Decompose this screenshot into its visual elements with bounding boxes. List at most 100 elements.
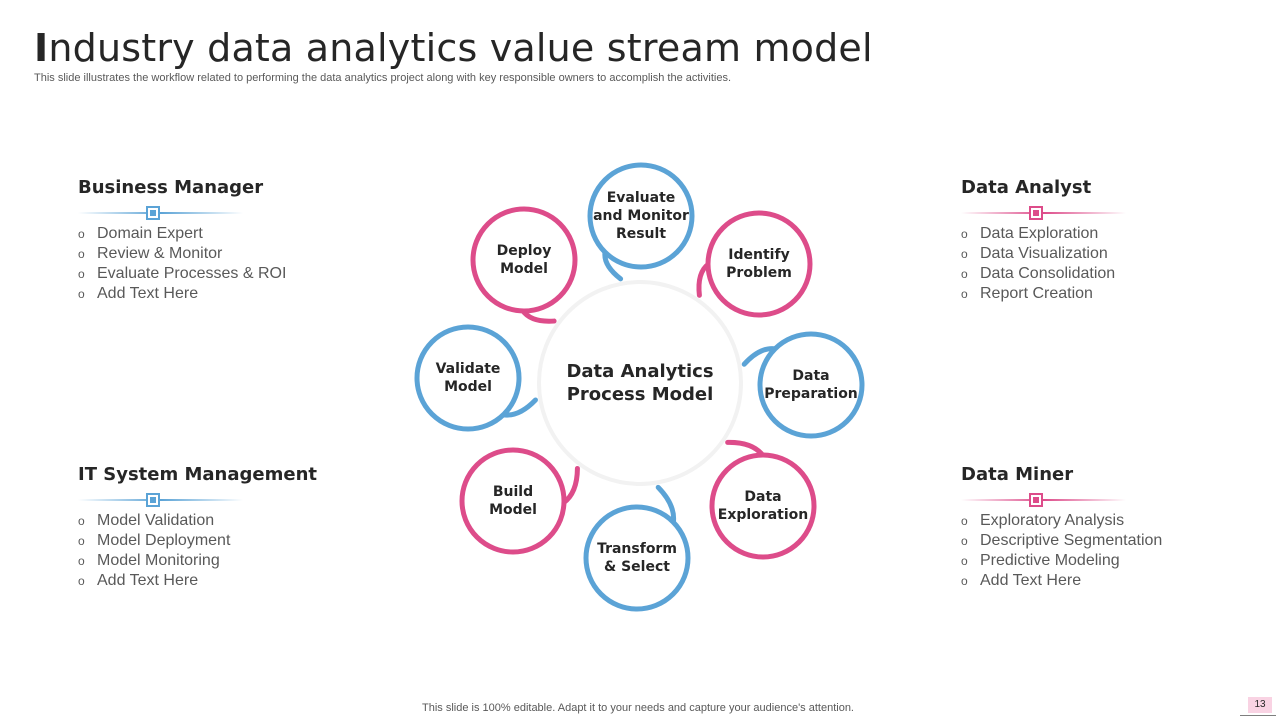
node-label-line: Exploration: [717, 507, 809, 523]
node-label-transform: Transform& Select: [582, 540, 692, 576]
slide-subtitle: This slide illustrates the workflow rela…: [34, 72, 731, 84]
list-item-text: Add Text Here: [97, 285, 199, 302]
node-label-line: Preparation: [764, 386, 858, 402]
node-circle-deploy: [470, 206, 578, 314]
list-item: o Model Validation: [78, 511, 378, 531]
node-circle-evaluate: [587, 162, 695, 270]
panel-divider: [961, 206, 1126, 220]
list-item: o Add Text Here: [78, 571, 378, 591]
list-item-text: Review & Monitor: [97, 245, 223, 262]
node-label-line: and Monitor: [593, 208, 689, 224]
node-label-line: Data: [792, 368, 830, 384]
circle-bullet-icon: o: [78, 247, 85, 261]
center-label-line-1: Data Analytics: [566, 361, 714, 382]
center-label-line-2: Process Model: [566, 384, 714, 405]
node-label-line: Problem: [726, 265, 792, 281]
panel-divider: [78, 206, 243, 220]
list-item: o Domain Expert: [78, 224, 378, 244]
circle-bullet-icon: o: [78, 534, 85, 548]
center-circle: [537, 280, 743, 486]
node-circle-transform: [583, 504, 691, 612]
list-item-text: Report Creation: [980, 285, 1093, 302]
panel-title: Data Analyst: [961, 177, 1092, 198]
list-item: o Predictive Modeling: [961, 551, 1261, 571]
node-circle-exploration: [709, 452, 817, 560]
list-item-text: Model Monitoring: [97, 552, 220, 569]
node-label-line: & Select: [604, 559, 670, 575]
panel-title: IT System Management: [78, 464, 317, 485]
circle-bullet-icon: o: [78, 574, 85, 588]
list-item-text: Data Consolidation: [980, 265, 1116, 282]
node-label-line: Build: [492, 484, 534, 500]
page-number: 13: [1248, 697, 1272, 713]
node-label-line: Model: [500, 261, 548, 277]
list-item-text: Descriptive Segmentation: [980, 532, 1163, 549]
slide-title: Industry data analytics value stream mod…: [34, 26, 873, 70]
center-label: Data Analytics Process Model: [550, 360, 730, 406]
circle-bullet-icon: o: [961, 554, 968, 568]
node-label-line: Result: [615, 226, 667, 242]
circle-bullet-icon: o: [961, 247, 968, 261]
node-label-line: Data: [744, 489, 782, 505]
circle-bullet-icon: o: [961, 287, 968, 301]
node-label-line: Identify: [728, 247, 790, 263]
circle-bullet-icon: o: [78, 227, 85, 241]
circle-bullet-icon: o: [961, 534, 968, 548]
circle-bullet-icon: o: [78, 287, 85, 301]
list-item-text: Exploratory Analysis: [980, 512, 1125, 529]
circle-bullet-icon: o: [961, 514, 968, 528]
list-item: o Add Text Here: [78, 284, 378, 304]
list-item-text: Predictive Modeling: [980, 552, 1120, 569]
list-item: o Report Creation: [961, 284, 1261, 304]
node-label-line: Model: [444, 379, 492, 395]
circle-bullet-icon: o: [961, 227, 968, 241]
panel-divider: [961, 493, 1126, 507]
node-label-line: Validate: [435, 361, 501, 377]
page-number-underline: [1240, 715, 1276, 716]
node-label-line: Model: [489, 502, 537, 518]
node-circle-preparation: [757, 331, 865, 439]
list-item-text: Data Visualization: [980, 245, 1108, 262]
panel-divider: [78, 493, 243, 507]
list-item-text: Add Text Here: [97, 572, 199, 589]
list-item-text: Data Exploration: [980, 225, 1099, 242]
list-item: o Data Exploration: [961, 224, 1261, 244]
node-circle-build: [459, 447, 567, 555]
list-item: o Descriptive Segmentation: [961, 531, 1261, 551]
circle-bullet-icon: o: [961, 574, 968, 588]
list-item-text: Model Validation: [97, 512, 215, 529]
panel-title: Business Manager: [78, 177, 264, 198]
node-circle-validate: [414, 324, 522, 432]
circle-bullet-icon: o: [78, 514, 85, 528]
list-item-text: Add Text Here: [980, 572, 1082, 589]
node-label-line: Evaluate: [606, 190, 676, 206]
list-item: o Exploratory Analysis: [961, 511, 1261, 531]
node-label-line: Deploy: [496, 243, 552, 259]
list-item: o Review & Monitor: [78, 244, 378, 264]
circle-bullet-icon: o: [78, 267, 85, 281]
list-item-text: Model Deployment: [97, 532, 231, 549]
list-item: o Add Text Here: [961, 571, 1261, 591]
node-circle-identify: [705, 210, 813, 318]
slide-title-text: ndustry data analytics value stream mode…: [48, 26, 873, 70]
slide-title-first-letter: I: [34, 26, 49, 70]
list-item-text: Domain Expert: [97, 225, 203, 242]
